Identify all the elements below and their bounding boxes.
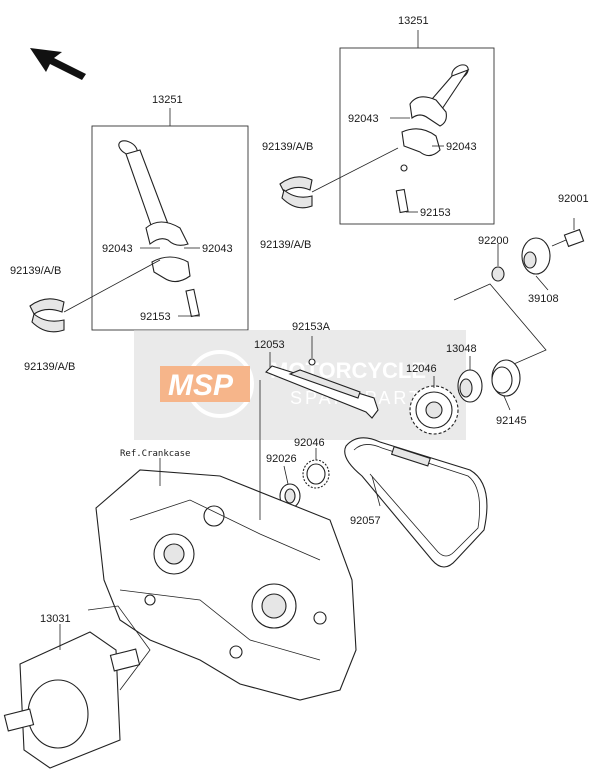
label-92043-top-b: 92043 [446,141,477,153]
label-92145: 92145 [496,415,527,427]
label-92043-left-b: 92043 [202,243,233,255]
label-92026: 92026 [266,453,297,465]
label-92043-left-a: 92043 [102,243,133,255]
connecting-rod-top [395,64,470,214]
label-92153a: 92153A [292,321,331,333]
label-13251-left: 13251 [152,94,183,106]
connecting-rod-left [118,140,200,318]
label-13048: 13048 [446,343,477,355]
label-92139-left-upper: 92139/A/B [10,265,61,277]
washer-right [491,244,505,282]
label-92200: 92200 [478,235,509,247]
label-92139-top-lower: 92139/A/B [260,239,311,251]
pulley-right [521,237,551,291]
label-92153-top: 92153 [420,207,451,219]
direction-arrow-icon [30,48,86,80]
label-92046: 92046 [294,437,325,449]
label-12053: 12053 [254,339,285,351]
label-92001: 92001 [558,193,589,205]
label-12046: 12046 [406,363,437,375]
sprocket [409,376,459,435]
label-13031: 13031 [40,613,71,625]
bearing-shells-left [29,259,161,333]
label-92043-top-a: 92043 [348,113,379,125]
label-92139-left-lower: 92139/A/B [24,361,75,373]
label-92153-left: 92153 [140,311,171,323]
connecting-rod-group-left [91,108,249,331]
label-39108: 39108 [528,293,559,305]
bolt-right [551,218,585,248]
bearing-shells-top [279,147,399,209]
chain-guide [265,336,379,419]
crankshaft [3,605,151,769]
drive-chain [344,437,488,568]
connecting-rod-group-top [339,30,495,225]
ring [302,448,330,489]
label-ref-crankcase: Ref.Crankcase [120,449,190,459]
clutch-hub [457,356,483,403]
label-92057: 92057 [350,515,381,527]
crankcase [95,380,357,701]
label-92139-top-upper: 92139/A/B [262,141,313,153]
spring [491,359,521,411]
watermark-logo: MSP [168,369,234,402]
label-13251-top: 13251 [398,15,429,27]
